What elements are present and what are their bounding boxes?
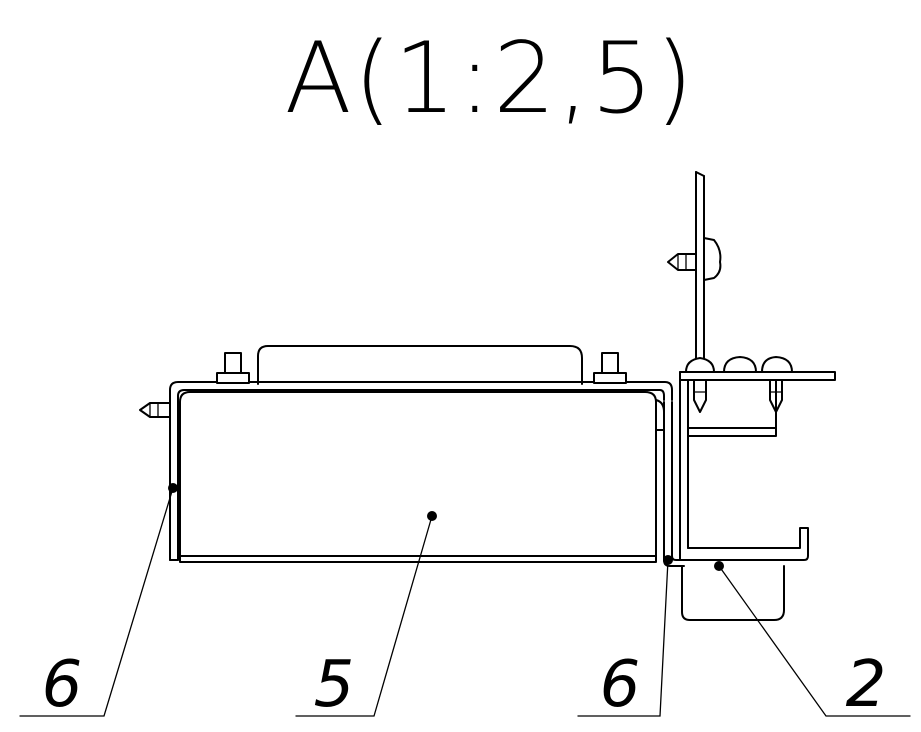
callout-left-6: 6 — [42, 648, 83, 722]
callout-right-2: 2 — [846, 648, 887, 722]
callout-center-5: 5 — [314, 648, 355, 722]
left-bracket — [139, 381, 673, 561]
view-title: A(1:2,5) — [285, 22, 696, 136]
leader-lines — [19, 487, 911, 717]
right-assembly — [667, 171, 836, 621]
callout-right-6: 6 — [600, 648, 641, 722]
main-housing — [179, 345, 665, 563]
